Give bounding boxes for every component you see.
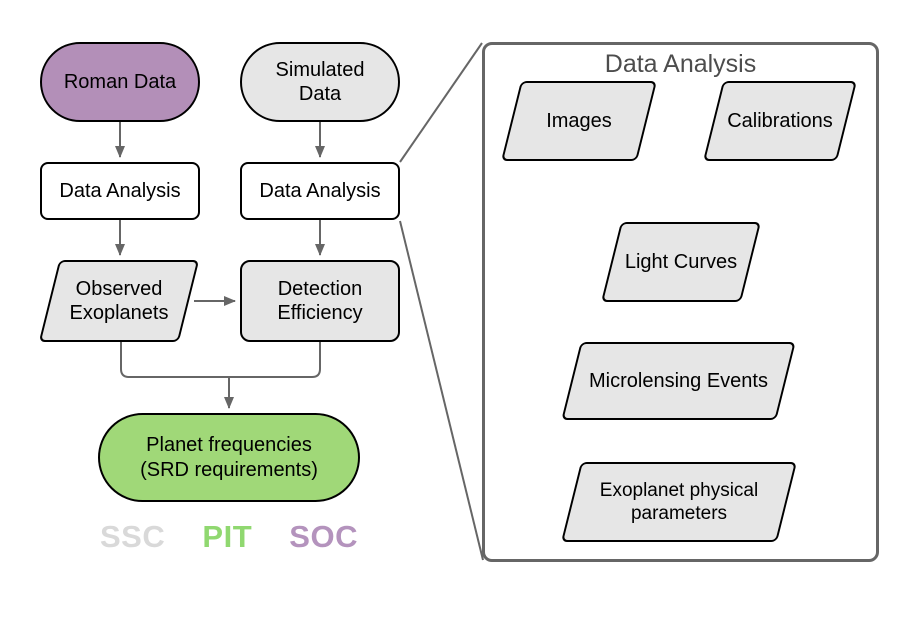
node-calibrations: Calibrations [702, 81, 858, 161]
node-detection-efficiency-label: Detection Efficiency [277, 277, 363, 324]
node-microlensing-events-label: Microlensing Events [589, 369, 768, 392]
node-exoplanet-parameters-label: Exoplanet physical parameters [599, 479, 759, 524]
node-data-analysis-roman: Data Analysis [40, 162, 200, 220]
merge-bracket-right [229, 342, 321, 378]
node-data-analysis-simulated-label: Data Analysis [259, 179, 381, 202]
legend: SSC PIT SOC [100, 519, 358, 555]
merge-bracket-left [120, 342, 229, 378]
node-observed-exoplanets-label: Observed Exoplanets [69, 277, 169, 324]
node-detection-efficiency: Detection Efficiency [240, 260, 400, 342]
node-data-analysis-roman-label: Data Analysis [59, 179, 181, 202]
node-roman-data-label: Roman Data [63, 70, 177, 93]
node-simulated-data-label: Simulated Data [275, 58, 365, 105]
node-light-curves-label: Light Curves [624, 250, 738, 273]
node-planet-frequencies-label: Planet frequencies (SRD requirements) [140, 434, 318, 481]
node-planet-frequencies: Planet frequencies (SRD requirements) [98, 413, 360, 502]
legend-pit: PIT [202, 519, 253, 554]
detail-panel-title: Data Analysis [604, 50, 757, 78]
node-exoplanet-parameters: Exoplanet physical parameters [560, 462, 798, 542]
node-light-curves: Light Curves [600, 222, 762, 302]
node-simulated-data: Simulated Data [240, 42, 400, 122]
node-roman-data: Roman Data [40, 42, 200, 122]
node-microlensing-events: Microlensing Events [560, 342, 797, 420]
node-images-label: Images [546, 109, 612, 132]
legend-soc: SOC [289, 519, 358, 554]
callout-line-top [399, 42, 483, 163]
node-images: Images [500, 81, 658, 161]
legend-ssc: SSC [100, 519, 166, 554]
callout-line-bottom [399, 220, 484, 561]
node-data-analysis-simulated: Data Analysis [240, 162, 400, 220]
node-observed-exoplanets: Observed Exoplanets [38, 260, 200, 342]
node-calibrations-label: Calibrations [727, 109, 833, 132]
